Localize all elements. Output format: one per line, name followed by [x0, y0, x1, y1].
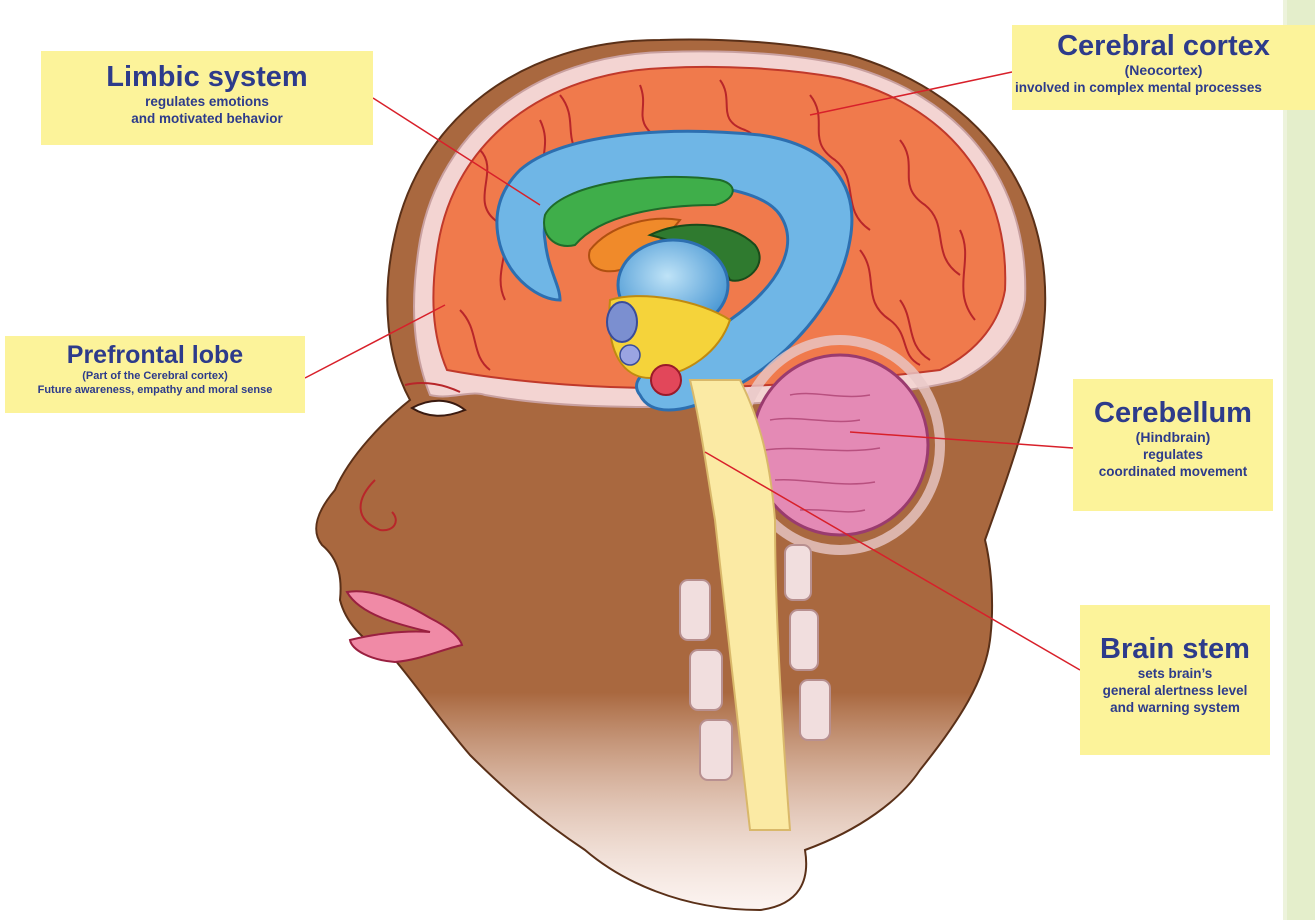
prefrontal-desc: Future awareness, empathy and moral sens… [5, 383, 305, 397]
cerebellum-title: Cerebellum [1073, 397, 1273, 429]
leader-limbic [373, 98, 540, 205]
cerebellum-desc-1: regulates [1073, 446, 1273, 463]
limbic-title: Limbic system [41, 61, 373, 93]
leader-cerebellum [850, 432, 1073, 448]
brainstem-desc-2: general alertness level [1080, 682, 1270, 699]
leader-prefrontal [305, 305, 445, 378]
label-cerebral-cortex: Cerebral cortex (Neocortex) involved in … [1012, 25, 1315, 110]
cortex-desc: involved in complex mental processes [1015, 79, 1315, 96]
cerebellum-sub: (Hindbrain) [1073, 429, 1273, 446]
label-prefrontal-lobe: Prefrontal lobe (Part of the Cerebral co… [5, 336, 305, 413]
cortex-title: Cerebral cortex [1012, 30, 1315, 62]
cerebellum-desc-2: coordinated movement [1073, 463, 1273, 480]
label-brain-stem: Brain stem sets brain’s general alertnes… [1080, 605, 1270, 755]
side-strip-edge [1283, 0, 1287, 920]
label-limbic-system: Limbic system regulates emotions and mot… [41, 51, 373, 145]
leader-cortex [810, 72, 1012, 115]
prefrontal-title: Prefrontal lobe [5, 341, 305, 369]
limbic-desc-1: regulates emotions [41, 93, 373, 110]
leader-brainstem [705, 452, 1080, 670]
limbic-desc-2: and motivated behavior [41, 110, 373, 127]
cortex-sub: (Neocortex) [1012, 62, 1315, 79]
prefrontal-sub: (Part of the Cerebral cortex) [5, 369, 305, 383]
brainstem-desc-3: and warning system [1080, 699, 1270, 716]
brainstem-title: Brain stem [1080, 633, 1270, 665]
side-strip [1283, 0, 1315, 920]
brainstem-desc-1: sets brain’s [1080, 665, 1270, 682]
label-cerebellum: Cerebellum (Hindbrain) regulates coordin… [1073, 379, 1273, 511]
